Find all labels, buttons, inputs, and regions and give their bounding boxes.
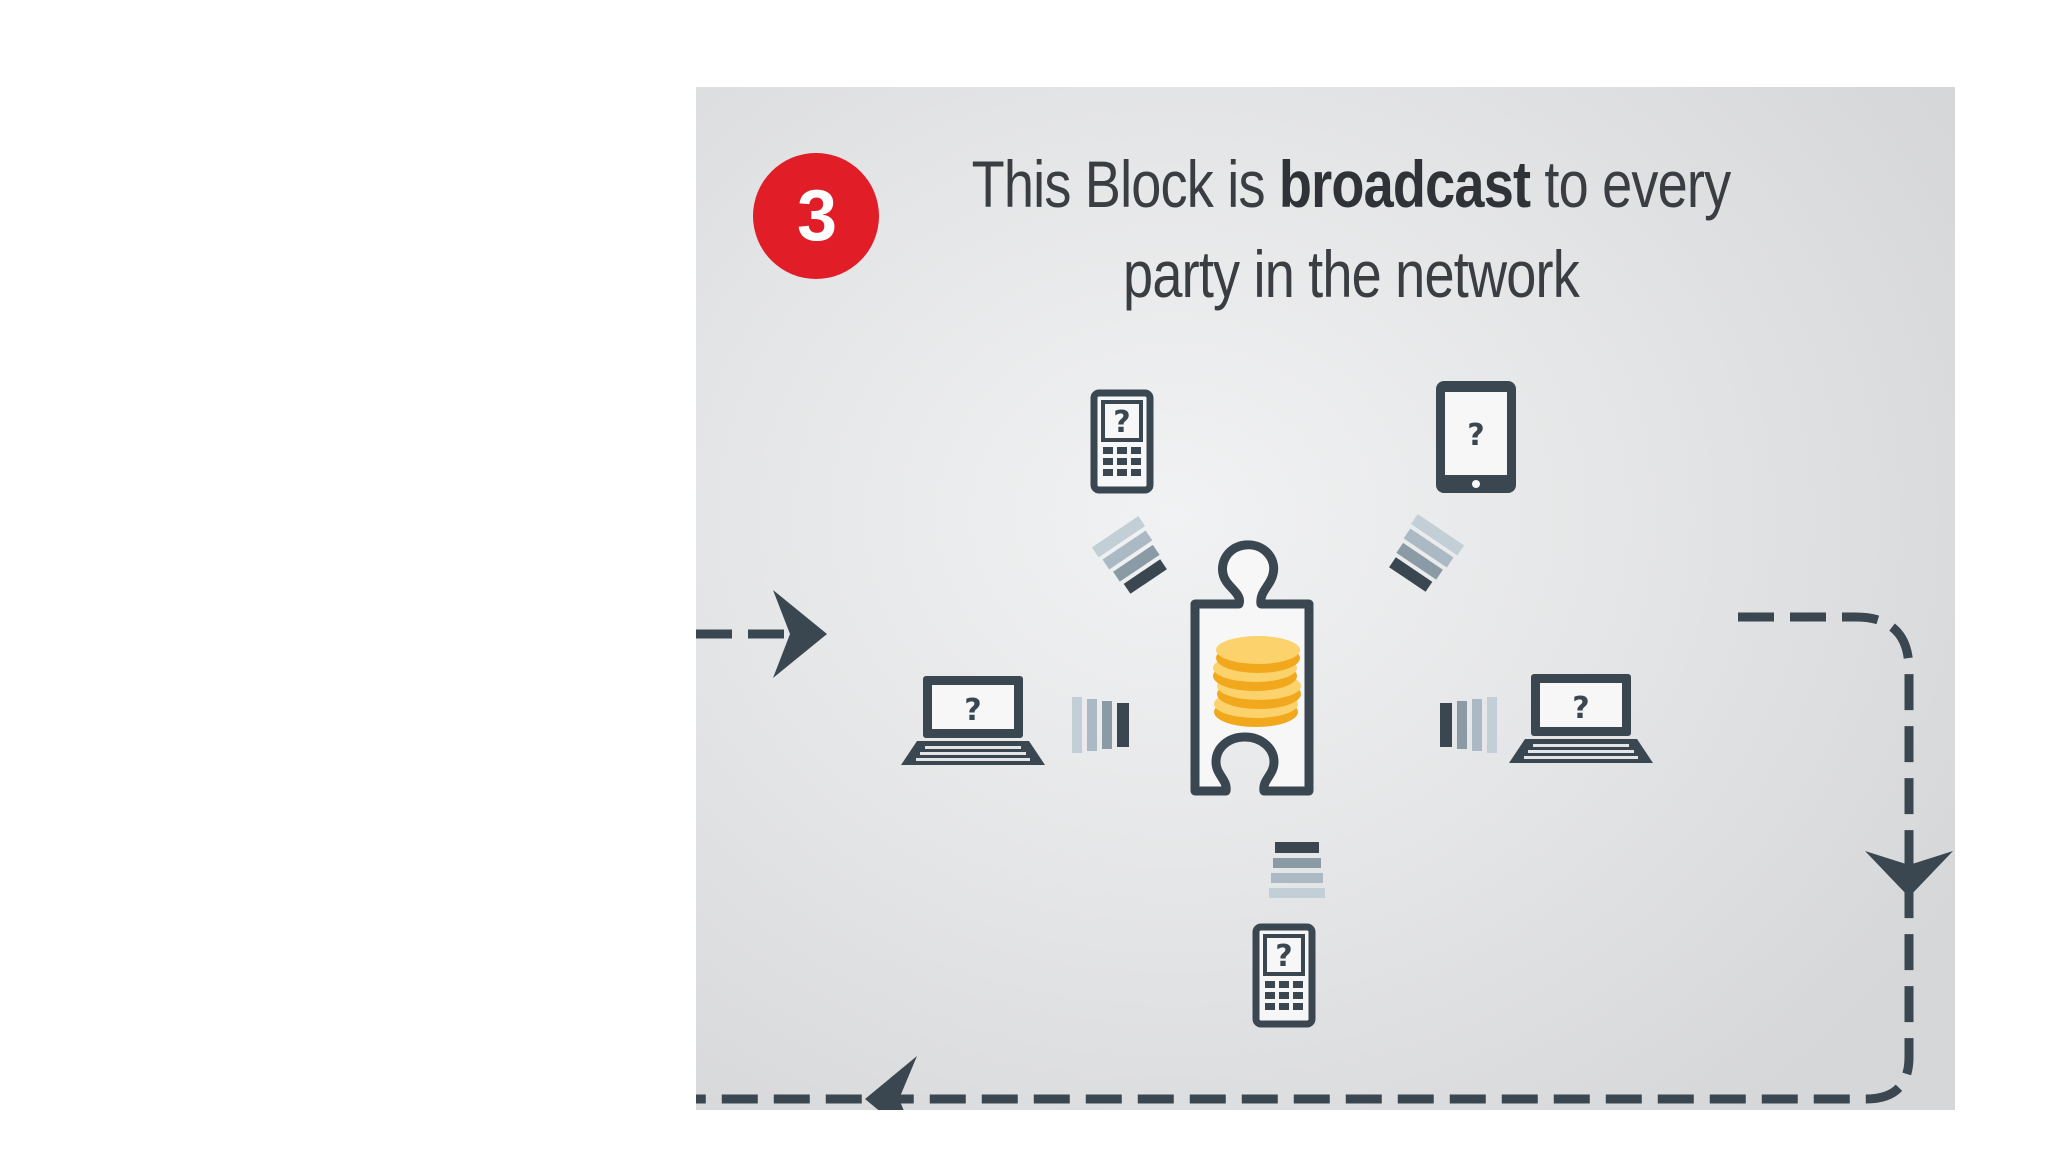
laptop-icon: ? — [1509, 674, 1653, 763]
title-text-after: to every — [1530, 147, 1731, 221]
mobile-phone-icon: ? — [1090, 389, 1154, 494]
tablet-icon: ? — [1436, 381, 1516, 493]
down-arrowhead-icon — [1865, 851, 1953, 897]
left-arrowhead-icon — [865, 1056, 917, 1110]
signal-waves-icon — [1389, 514, 1465, 592]
title-line-2: party in the network — [1123, 237, 1580, 311]
broadcast-diagram: ? ? ? — [696, 381, 1953, 1110]
title-text-before: This Block is — [971, 147, 1279, 221]
slide-panel: 3 This Block is broadcast to every party… — [696, 87, 1955, 1110]
title-bold-word: broadcast — [1278, 147, 1531, 221]
unknown-mark: ? — [1467, 418, 1484, 453]
slide-title: This Block is broadcast to every party i… — [962, 139, 1741, 319]
signal-waves-icon — [1440, 697, 1497, 753]
signal-waves-icon — [1072, 697, 1129, 753]
mobile-phone-icon: ? — [1252, 923, 1316, 1028]
coin-stack-icon — [1213, 636, 1301, 727]
signal-waves-icon — [1269, 842, 1325, 898]
dashed-arrow-flow — [696, 612, 1914, 1104]
incoming-arrowhead-icon — [773, 590, 827, 678]
laptop-icon: ? — [901, 676, 1045, 765]
unknown-mark: ? — [964, 693, 981, 728]
unknown-mark: ? — [1572, 691, 1589, 726]
loop-dashed-line — [696, 612, 1914, 1104]
signal-waves-icon — [1091, 516, 1167, 594]
unknown-mark: ? — [1275, 939, 1292, 974]
step-number-badge: 3 — [753, 153, 879, 279]
unknown-mark: ? — [1113, 405, 1130, 440]
title-line-1: This Block is broadcast to every — [962, 139, 1741, 229]
